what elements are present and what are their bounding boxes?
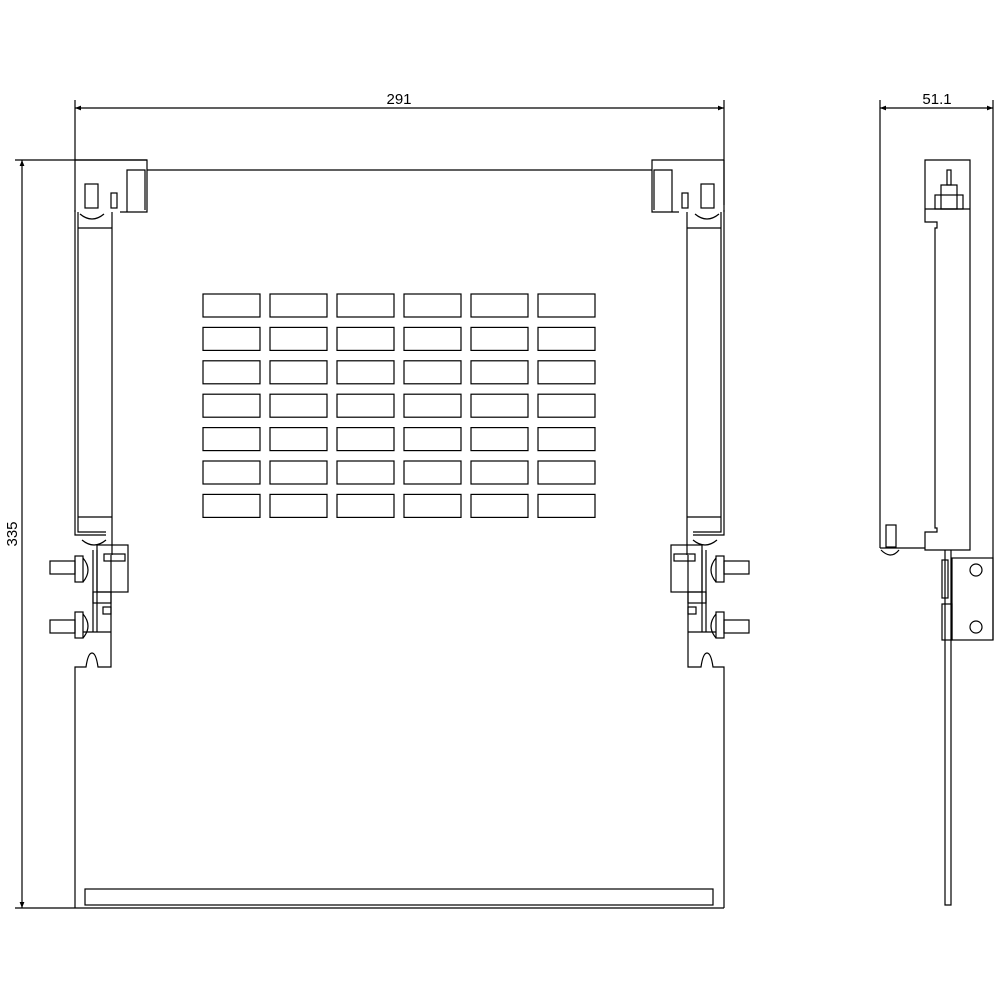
vent-slot (336, 493, 395, 518)
width-dimension: 291 (74, 91, 725, 205)
vent-slot (269, 493, 328, 518)
vent-slot (336, 393, 395, 418)
vent-slot (336, 460, 395, 485)
vent-slot (470, 427, 529, 452)
vent-slot (403, 393, 462, 418)
vent-slot (202, 493, 261, 518)
vent-slot (336, 360, 395, 385)
vent-slot (537, 493, 596, 518)
left-bracket (49, 159, 148, 908)
latch-box (96, 544, 129, 593)
pin-lower (49, 619, 76, 634)
vent-slot (336, 427, 395, 452)
pin-upper (49, 560, 76, 575)
side-module (924, 159, 971, 551)
vent-slot (403, 493, 462, 518)
screw-top (79, 213, 105, 220)
vent-slot (403, 326, 462, 351)
bottom-rail (84, 888, 714, 906)
vent-slot (537, 293, 596, 318)
vent-slot (403, 360, 462, 385)
vent-slot (269, 427, 328, 452)
vent-slot (470, 460, 529, 485)
vent-slot (470, 326, 529, 351)
vent-slot (537, 427, 596, 452)
vent-slot (202, 293, 261, 318)
side-notch (74, 555, 112, 908)
vent-slot (403, 460, 462, 485)
vent-slot (202, 326, 261, 351)
vent-slot (336, 326, 395, 351)
depth-dimension: 51.1 (879, 91, 994, 160)
width-dimension-label: 291 (386, 91, 411, 108)
vent-slot (403, 293, 462, 318)
vent-slot (202, 393, 261, 418)
screw-bottom (81, 539, 107, 546)
height-dimension-label: 335 (4, 521, 21, 546)
vent-slot (537, 360, 596, 385)
right-bracket (651, 159, 750, 909)
vent-slot (537, 326, 596, 351)
vent-slot (470, 493, 529, 518)
vent-slot (537, 393, 596, 418)
vent-slot (537, 460, 596, 485)
side-view (879, 159, 994, 906)
depth-dimension-label: 51.1 (922, 91, 951, 108)
vent-slot (202, 360, 261, 385)
vent-slot (336, 293, 395, 318)
front-view (49, 159, 750, 909)
side-panel (944, 550, 952, 906)
vent-slot (269, 360, 328, 385)
vent-slot (269, 460, 328, 485)
vent-slot (470, 393, 529, 418)
vent-grid (202, 293, 596, 518)
vent-slot (202, 460, 261, 485)
side-latch-block (951, 557, 994, 641)
vent-slot (470, 360, 529, 385)
vent-slot (269, 393, 328, 418)
vent-slot (269, 326, 328, 351)
vent-slot (202, 427, 261, 452)
vent-slot (269, 293, 328, 318)
vent-slot (403, 427, 462, 452)
vent-slot (470, 293, 529, 318)
